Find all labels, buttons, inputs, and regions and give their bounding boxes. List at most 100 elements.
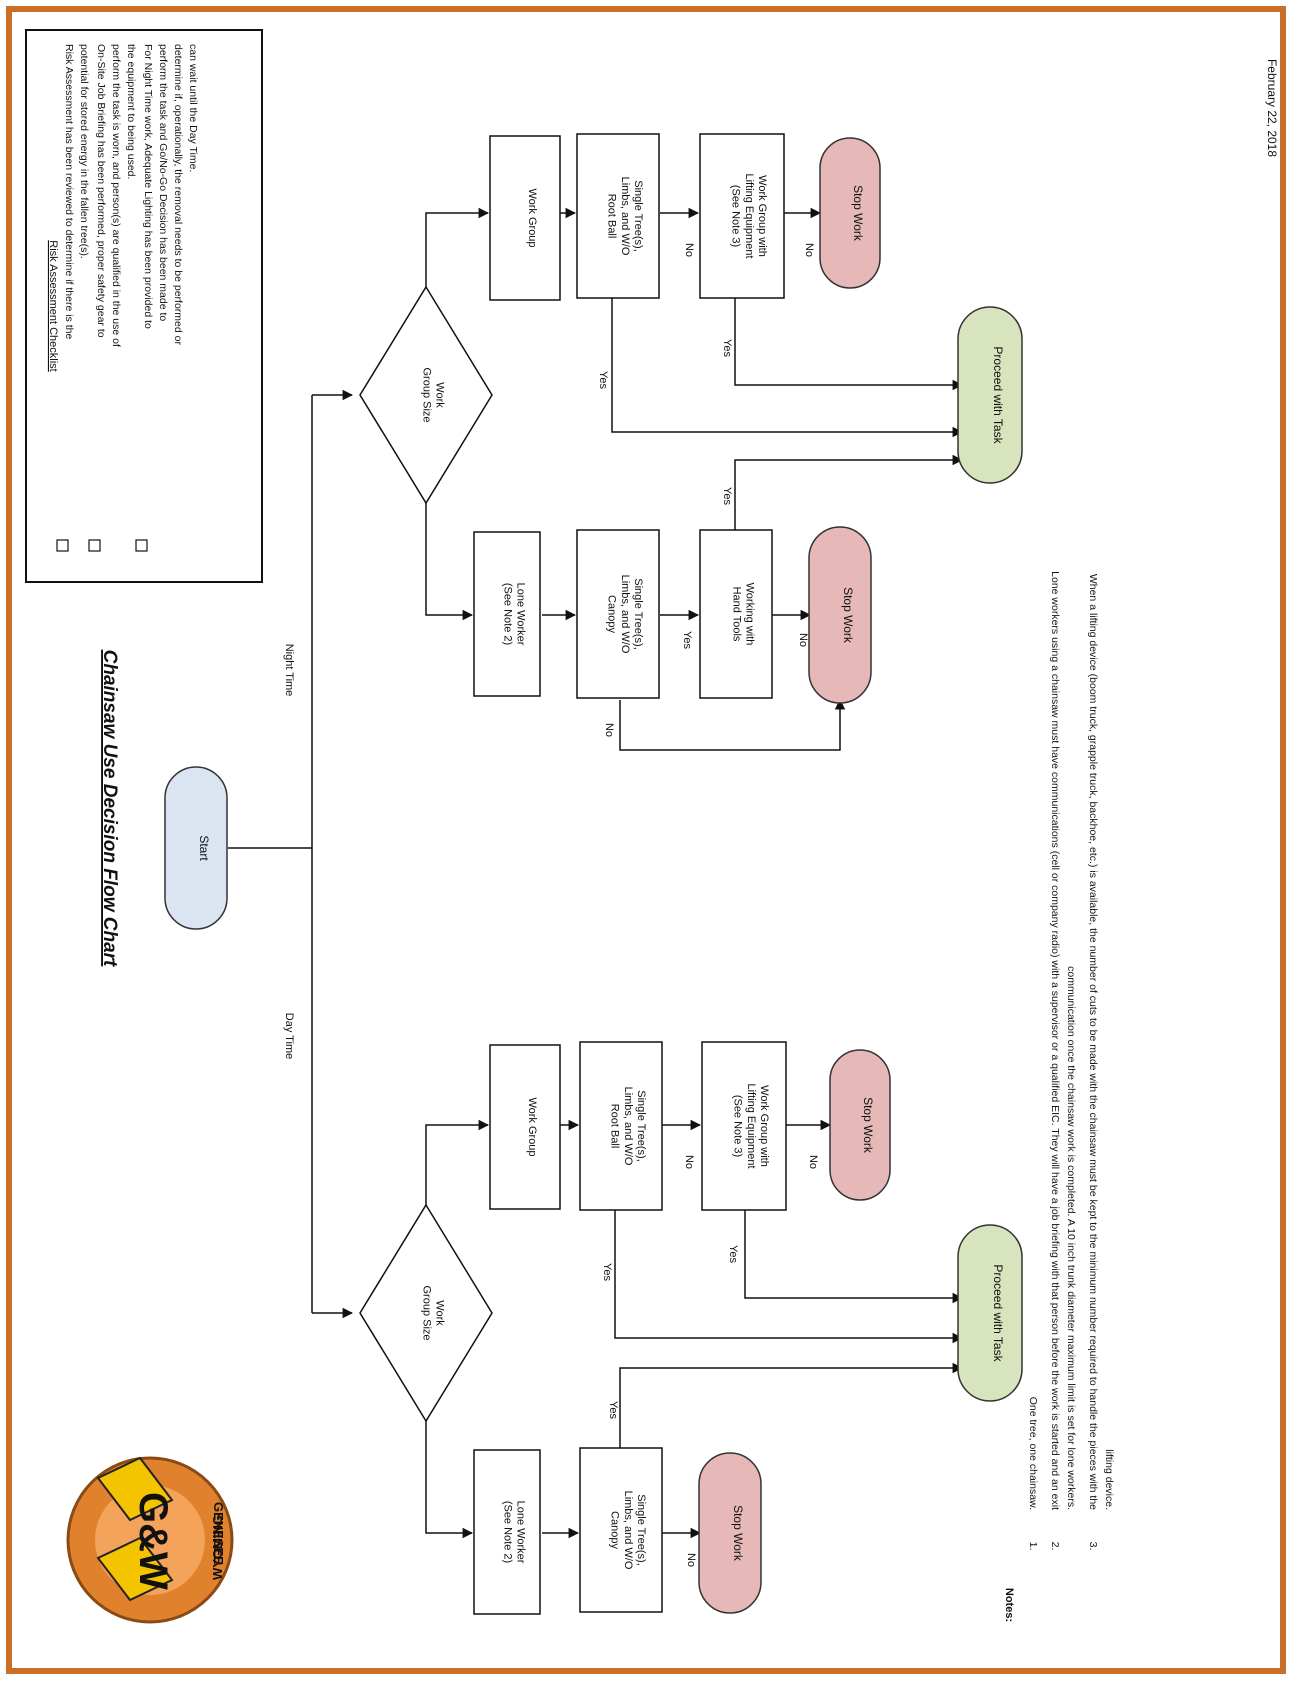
edge-label-no: No [797, 633, 809, 647]
notes-section: Notes: 1. One tree, one chainsaw. 2. Lone wo… [1003, 571, 1115, 1622]
start-node-line: Start [197, 835, 211, 861]
terminal-stop-work-day-group: Stop Work [829, 1049, 891, 1201]
risk-assessment-checklist: Risk Assessment Checklist Risk Assessment… [25, 29, 263, 583]
box-work-group-night: Work Group [489, 135, 561, 301]
terminal-stop-work-night-lone: Stop Work [808, 526, 872, 704]
box-hand-tools-night-line: Hand Tools [730, 587, 742, 642]
decision-work-group-size-day-line: Work [433, 1300, 445, 1326]
edge-label-no: No [683, 1155, 695, 1169]
checklist-item-text: potential for stored energy in the falle… [78, 44, 90, 259]
decision-work-group-size-night-line: Work [433, 382, 445, 408]
terminal-stop-work-night-lone-line: Stop Work [841, 587, 855, 644]
checklist-item-text: determine if, operationally, the removal… [172, 44, 184, 345]
edge-label-yes: Yes [601, 1263, 613, 1281]
edge-label-no: No [603, 723, 615, 737]
checklist-item-text: perform the task is worn, and person(s) … [110, 44, 122, 347]
note-text: When a lifting device (boom truck, grapp… [1087, 574, 1099, 1510]
page-title: Chainsaw Use Decision Flow Chart [99, 650, 120, 967]
edge-label-yes: Yes [681, 631, 693, 649]
edge-label-yes: Yes [721, 339, 733, 357]
box-single-rootball-night-line: Single Tree(s), [632, 180, 644, 252]
terminal-stop-work-day-group-line: Stop Work [861, 1097, 875, 1154]
edge-label-no: No [803, 243, 815, 257]
edge-label-no: No [683, 243, 695, 257]
edge-label-no: No [807, 1155, 819, 1169]
box-hand-tools-night-line: Working with [743, 583, 755, 646]
checklist-item-text: can wait until the Day Time. [187, 44, 199, 172]
note-number: 3. [1087, 1542, 1099, 1551]
edge-label-no: No [685, 1553, 697, 1567]
box-work-group-night-line: Work Group [526, 188, 538, 247]
box-lone-worker-day: Lone Worker(See Note 2) [473, 1449, 541, 1615]
flow-connectors [228, 207, 964, 1539]
box-lone-worker-night: Lone Worker(See Note 2) [473, 531, 541, 697]
note-text: One tree, one chainsaw. [1027, 1397, 1039, 1510]
checklist-item-text: For Night Time work, Adequate Lighting h… [142, 44, 154, 329]
notes-heading: Notes: [1003, 1588, 1015, 1622]
terminal-stop-work-day-lone: Stop Work [698, 1452, 762, 1614]
box-lone-worker-day-line: (See Note 2) [501, 1501, 513, 1563]
edge-label-yes: Yes [597, 371, 609, 389]
note-text: communication once the chainsaw work is … [1065, 966, 1077, 1510]
start-node: Start [164, 766, 228, 930]
box-lifting-day-line: Lifting Equipment [745, 1084, 757, 1169]
note-number: 1. [1027, 1542, 1039, 1551]
box-work-group-day-line: Work Group [526, 1097, 538, 1156]
checklist-item-text: On-Site Job Briefing has been performed,… [95, 44, 107, 338]
checklist-checkbox[interactable] [56, 539, 69, 552]
terminal-proceed-night-line: Proceed with Task [991, 346, 1005, 444]
box-lifting-night-line: (See Note 3) [730, 185, 742, 247]
company-logo: GENESEE WYOMING G&W [66, 1456, 234, 1624]
box-lone-worker-night-line: Lone Worker [514, 583, 526, 646]
checklist-checkbox[interactable] [135, 539, 148, 552]
branch-label-night-time: Night Time [283, 644, 295, 697]
note-text: Lone workers using a chainsaw must have … [1049, 571, 1061, 1510]
terminal-stop-work-day-lone-line: Stop Work [731, 1505, 745, 1562]
box-single-canopy-night-line: Limbs, and W/O [619, 575, 631, 654]
terminal-stop-work-night-group-line: Stop Work [851, 185, 865, 242]
decision-work-group-size-night-line: Group Size [420, 367, 432, 422]
checklist-item-text: the equipment to being used. [125, 44, 137, 179]
terminal-stop-work-night-group: Stop Work [819, 137, 881, 289]
logo-ring-bottom: WYOMING [210, 1515, 225, 1580]
edge-label-yes: Yes [607, 1401, 619, 1419]
box-single-canopy-night-line: Canopy [606, 595, 618, 633]
checklist-item-text: Risk Assessment has been reviewed to det… [63, 44, 75, 339]
box-work-group-day: Work Group [489, 1044, 561, 1210]
terminal-proceed-day: Proceed with Task [957, 1224, 1023, 1402]
box-lifting-night-line: Work Group with [756, 175, 768, 257]
document-date: February 22, 2018 [1265, 59, 1279, 157]
box-lifting-night-line: Lifting Equipment [743, 174, 755, 259]
note-text: lifting device. [1103, 1449, 1115, 1510]
checklist-checkbox[interactable] [88, 539, 101, 552]
box-single-rootball-night-line: Root Ball [606, 194, 618, 239]
checklist-item-text: perform the task and Go/No-Go Decision h… [157, 44, 169, 321]
box-lifting-day-line: Work Group with [758, 1085, 770, 1167]
box-single-rootball-day-line: Root Ball [609, 1104, 621, 1149]
box-single-rootball-night-line: Limbs, and W/O [619, 177, 631, 256]
branch-label-day-time: Day Time [283, 1013, 295, 1059]
box-single-canopy-night-line: Single Tree(s), [632, 578, 644, 650]
box-lone-worker-night-line: (See Note 2) [501, 583, 513, 645]
checklist-heading: Risk Assessment Checklist [47, 240, 59, 371]
terminal-proceed-day-line: Proceed with Task [991, 1264, 1005, 1362]
logo-ring-top: GENESEE [211, 1502, 226, 1565]
edge-label-yes: Yes [727, 1245, 739, 1263]
box-single-rootball-day-line: Limbs, and W/O [622, 1087, 634, 1166]
box-single-canopy-day-line: Canopy [609, 1511, 621, 1549]
decision-work-group-size-day-line: Group Size [420, 1285, 432, 1340]
box-single-rootball-day-line: Single Tree(s), [635, 1090, 647, 1162]
box-single-canopy-day-line: Single Tree(s), [635, 1494, 647, 1566]
note-number: 2. [1049, 1542, 1061, 1551]
terminal-proceed-night: Proceed with Task [957, 306, 1023, 484]
